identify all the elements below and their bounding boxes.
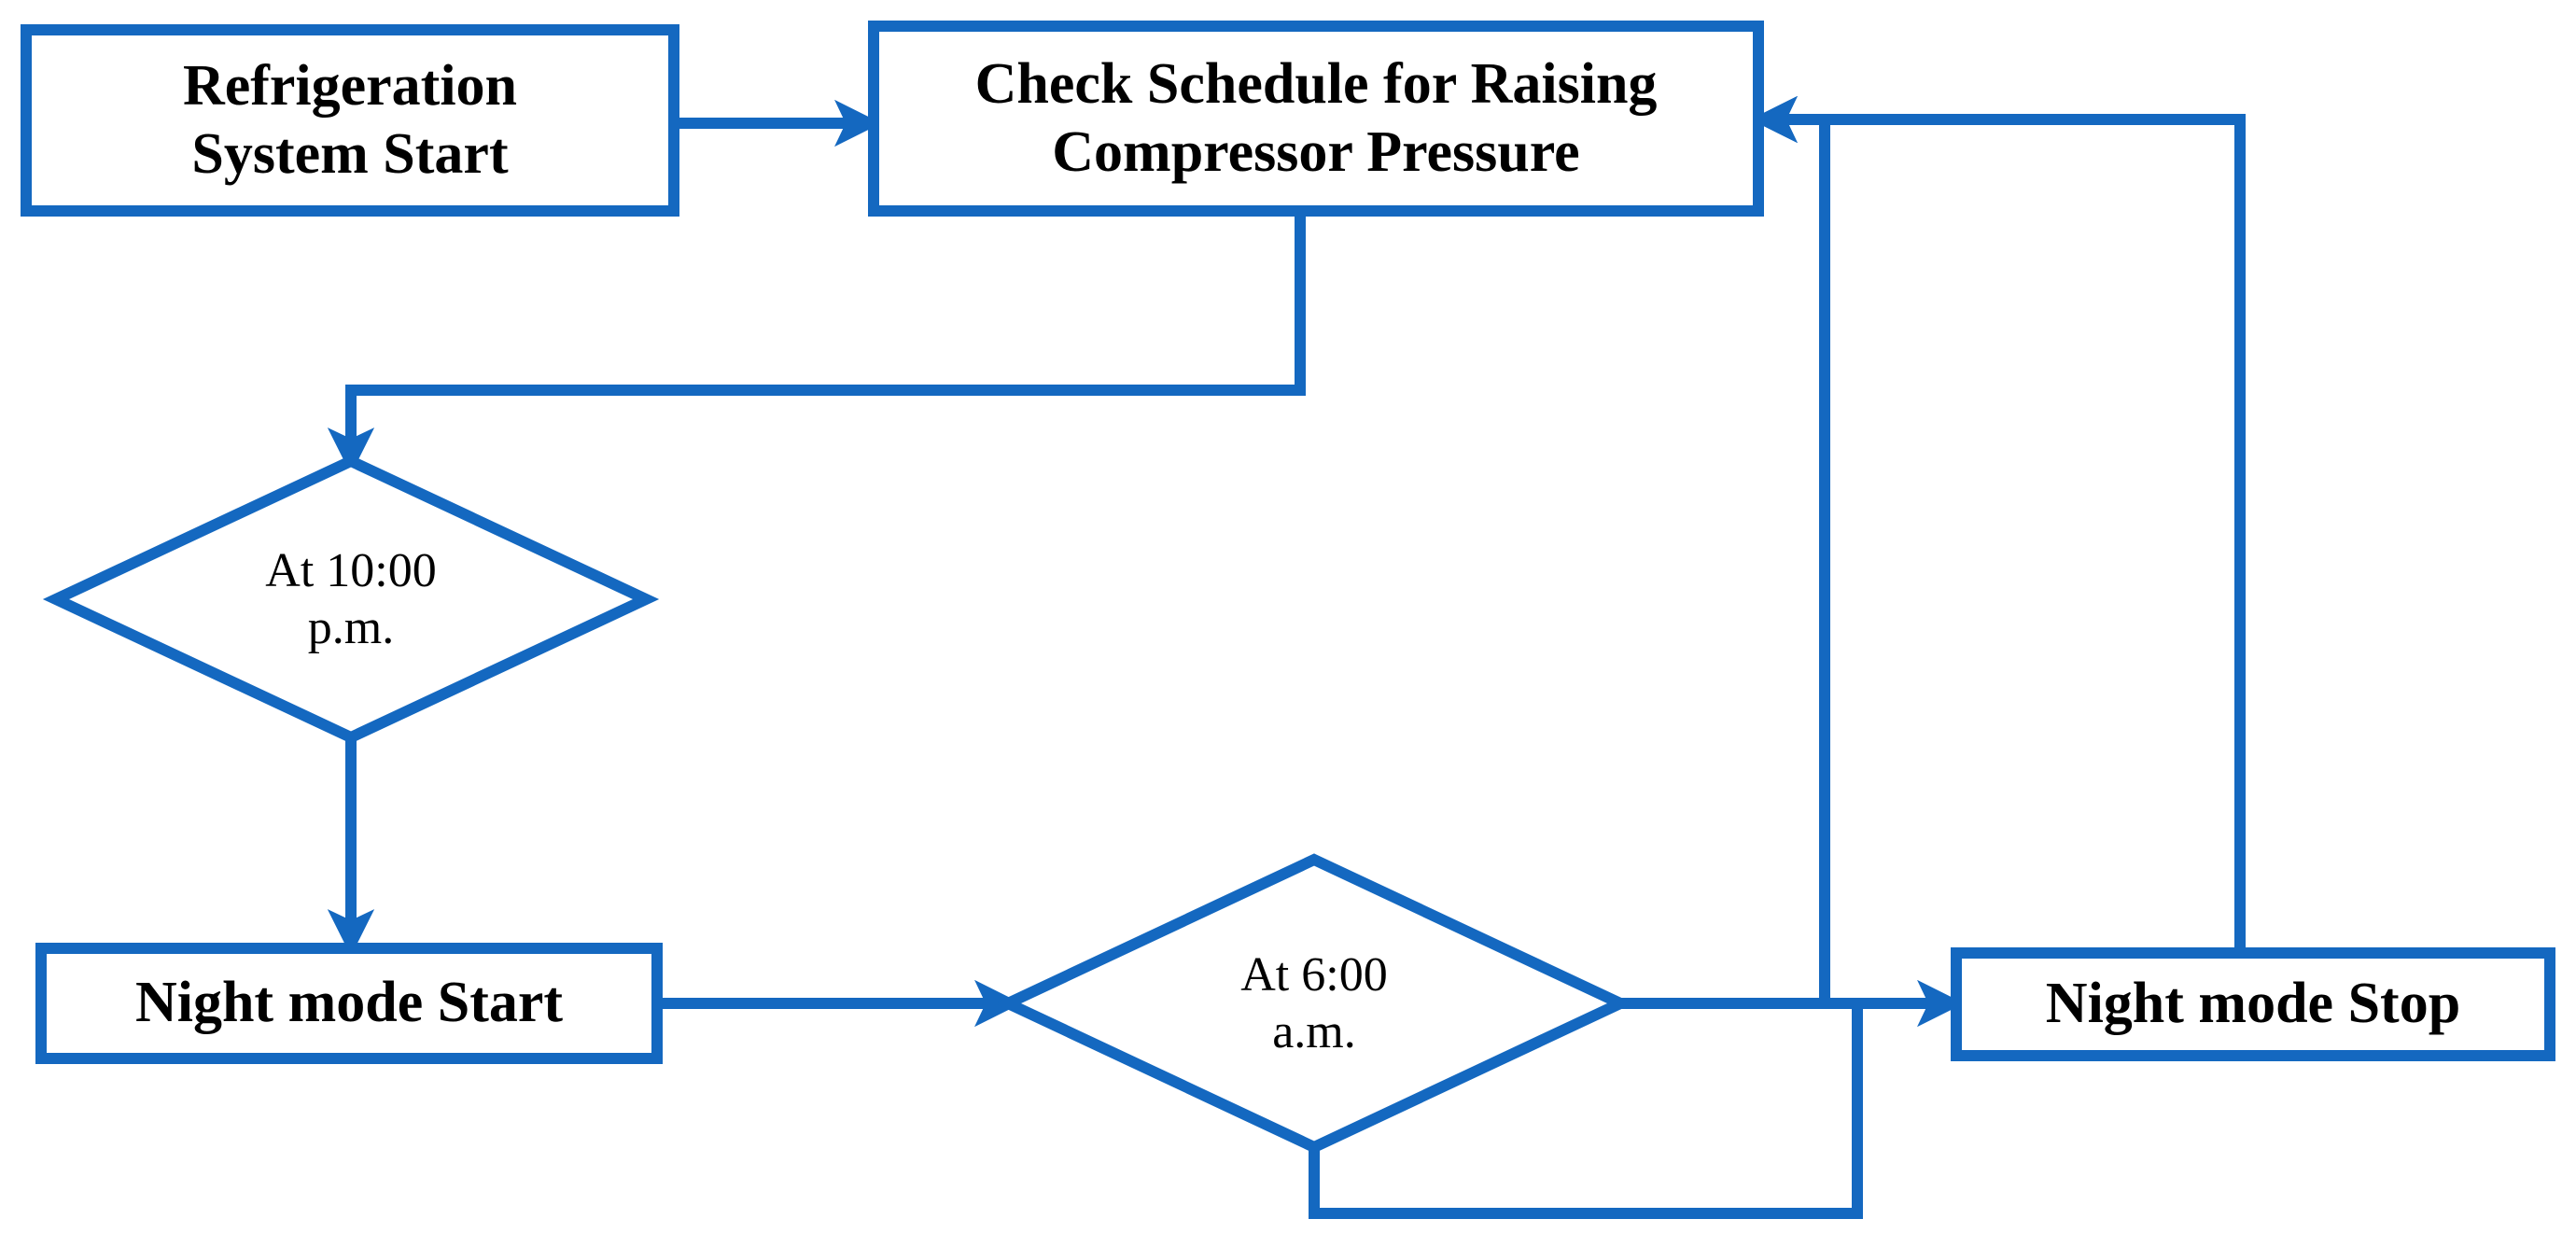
node-check-schedule[interactable] [868,21,1764,217]
edge-6am-right-up-to-check [1750,95,1830,1003]
nodes-layer [21,21,2555,1154]
edge-check-to-10pm [327,217,1306,475]
node-at-6-am[interactable] [994,853,1634,1154]
node-night-mode-start[interactable] [35,943,663,1064]
edge-6am-bottom-loop-up [1309,1003,1863,1219]
node-refrigeration-system-start[interactable] [21,24,679,217]
node-at-10-pm[interactable] [42,455,660,744]
node-night-mode-stop[interactable] [1951,947,2555,1061]
edges-layer [327,95,2246,1219]
edge-night-stop-to-check [1750,95,2246,947]
